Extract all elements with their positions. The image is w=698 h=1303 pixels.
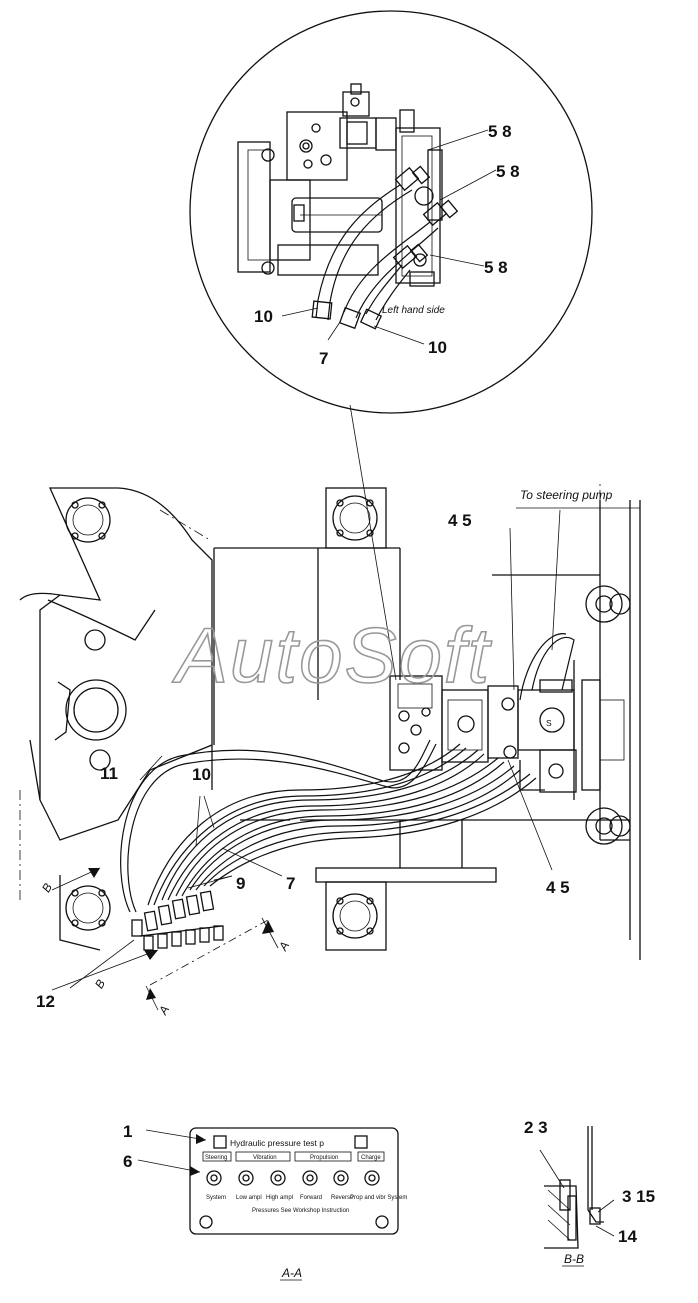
- note-to-steering-pump: To steering pump: [520, 488, 613, 502]
- callout-10-detail-right: 10: [428, 338, 447, 357]
- port-low-ampl: Low ampl: [236, 1195, 262, 1201]
- port-system: System: [206, 1195, 226, 1201]
- view-bb: 2 3 3 15 14 B-B: [524, 1118, 655, 1267]
- callout-23: 2 3: [524, 1118, 548, 1137]
- callout-14: 14: [618, 1227, 637, 1246]
- section-mark-b-top: B: [39, 881, 55, 895]
- main-leaders: [69, 507, 640, 989]
- test-connectors: [131, 890, 224, 951]
- detail-hoses: [311, 184, 439, 330]
- callout-58-middle: 5 8: [496, 162, 520, 181]
- group-vibration: Vibration: [253, 1155, 277, 1161]
- pump-logo: S: [546, 718, 552, 728]
- callout-10-detail-left: 10: [254, 307, 273, 326]
- section-mark-a-top: A: [275, 939, 292, 954]
- port-reverse: Reverse: [331, 1195, 354, 1201]
- callout-45-bottom: 4 5: [546, 878, 570, 897]
- detail-view: 5 8 5 8 5 8 10 7 10 Left hand side: [189, 10, 593, 414]
- callout-7-detail: 7: [319, 349, 328, 368]
- callout-11: 11: [100, 764, 118, 783]
- panel-footer: Pressures See Workshop Instruction: [252, 1208, 349, 1214]
- callout-1: 1: [123, 1122, 132, 1141]
- callout-12: 12: [36, 992, 55, 1011]
- callout-6: 6: [123, 1152, 132, 1171]
- group-propulsion: Propulsion: [310, 1155, 338, 1161]
- view-aa: 1 6 Hydraulic pressure test p Steering V…: [123, 1122, 407, 1281]
- callout-45-top: 4 5: [448, 511, 472, 530]
- panel-ports: [206, 1170, 380, 1186]
- view-label-aa: A-A: [281, 1266, 302, 1280]
- note-left-hand-side: Left hand side: [382, 305, 445, 316]
- section-markers: [51, 867, 279, 1011]
- hose-fittings: [392, 165, 459, 270]
- hose-bundle: [120, 633, 575, 913]
- port-high-ampl: High ampl: [266, 1195, 293, 1201]
- callout-58-top: 5 8: [488, 122, 512, 141]
- pump-assembly: S: [389, 675, 577, 793]
- callout-315: 3 15: [622, 1187, 655, 1206]
- port-prop-vibr: Prop and vibr System: [350, 1195, 407, 1201]
- watermark: AutoSoft: [172, 611, 493, 699]
- detail-circle: [189, 10, 593, 414]
- callout-9: 9: [236, 874, 245, 893]
- section-mark-a-bottom: A: [155, 1003, 172, 1018]
- group-charge: Charge: [361, 1155, 381, 1161]
- callout-7-main: 7: [286, 874, 295, 893]
- pump-detail: [237, 83, 443, 287]
- test-panel: [189, 1127, 399, 1235]
- group-steering: Steering: [205, 1155, 227, 1161]
- detail-leaders: [281, 129, 497, 345]
- detail-leader-line: [349, 404, 397, 681]
- view-label-bb: B-B: [564, 1252, 584, 1266]
- port-forward: Forward: [300, 1195, 322, 1201]
- callout-58-bottom: 5 8: [484, 258, 508, 277]
- section-mark-b-bottom: B: [92, 977, 108, 991]
- callout-10-main: 10: [192, 765, 211, 784]
- panel-title: Hydraulic pressure test p: [230, 1138, 324, 1148]
